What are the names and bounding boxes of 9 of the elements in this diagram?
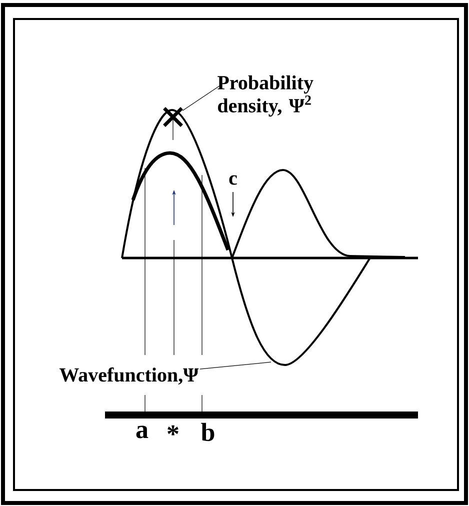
point-label: *: [168, 425, 178, 436]
point-label: a: [136, 426, 148, 438]
label-text: Probability density, Ψ$^{2}$: [218, 75, 314, 117]
leader-line: [200, 362, 272, 370]
point-label: c: [229, 175, 237, 185]
leader-line: [182, 84, 222, 111]
cross-mark: [162, 106, 184, 128]
point-label: b: [201, 422, 214, 442]
label-text: Wavefunction,Ψ: [59, 367, 199, 385]
